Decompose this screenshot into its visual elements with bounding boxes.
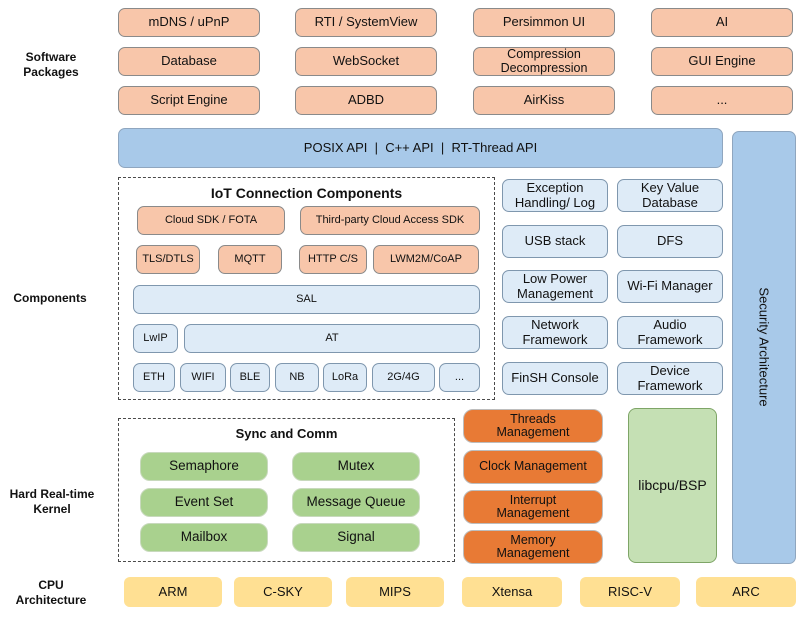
comp-finsh-console: FinSH Console: [502, 362, 608, 395]
proto-mqtt: MQTT: [218, 245, 282, 274]
proto-http: HTTP C/S: [299, 245, 367, 274]
sync-semaphore: Semaphore: [140, 452, 268, 481]
cpu-riscv: RISC-V: [580, 577, 680, 607]
link-eth: ETH: [133, 363, 175, 392]
link-more: ...: [439, 363, 480, 392]
cpu-arc: ARC: [696, 577, 796, 607]
cpu-xtensa: Xtensa: [462, 577, 562, 607]
label-cpu-architecture: CPU Architecture: [15, 578, 87, 607]
pkg-more: ...: [651, 86, 793, 115]
comp-dfs: DFS: [617, 225, 723, 258]
pkg-websocket: WebSocket: [295, 47, 437, 76]
kernel-clock-management: Clock Management: [463, 450, 603, 484]
sync-mailbox: Mailbox: [140, 523, 268, 552]
lwip: LwIP: [133, 324, 178, 353]
comp-device-framework: Device Framework: [617, 362, 723, 395]
comp-exception-log: Exception Handling/ Log: [502, 179, 608, 212]
comp-kv-database: Key Value Database: [617, 179, 723, 212]
pkg-adbd: ADBD: [295, 86, 437, 115]
kernel-threads-management: Threads Management: [463, 409, 603, 443]
pkg-compression: Compression Decompression: [473, 47, 615, 76]
iot-components-frame: [118, 177, 495, 400]
sync-comm-title: Sync and Comm: [235, 426, 338, 441]
label-software-packages: Software Packages: [23, 50, 79, 79]
libcpu-bsp: libcpu/BSP: [628, 408, 717, 563]
kernel-interrupt-management: Interrupt Management: [463, 490, 603, 524]
cloud-sdk-fota: Cloud SDK / FOTA: [137, 206, 285, 235]
pkg-persimmon: Persimmon UI: [473, 8, 615, 37]
link-2g4g: 2G/4G: [372, 363, 435, 392]
sync-signal: Signal: [292, 523, 420, 552]
proto-lwm2m: LWM2M/CoAP: [373, 245, 479, 274]
proto-tls: TLS/DTLS: [136, 245, 200, 274]
label-kernel: Hard Real-time Kernel: [9, 487, 95, 516]
security-architecture-label: Security Architecture: [757, 287, 773, 408]
link-ble: BLE: [230, 363, 270, 392]
kernel-memory-management: Memory Management: [463, 530, 603, 564]
comp-usb-stack: USB stack: [502, 225, 608, 258]
comp-audio-framework: Audio Framework: [617, 316, 723, 349]
cpu-csky: C-SKY: [234, 577, 332, 607]
sync-mutex: Mutex: [292, 452, 420, 481]
pkg-database: Database: [118, 47, 260, 76]
comp-network-framework: Network Framework: [502, 316, 608, 349]
pkg-ai: AI: [651, 8, 793, 37]
link-nb: NB: [275, 363, 319, 392]
sync-event-set: Event Set: [140, 488, 268, 517]
pkg-mdns: mDNS / uPnP: [118, 8, 260, 37]
pkg-script-engine: Script Engine: [118, 86, 260, 115]
cpu-arm: ARM: [124, 577, 222, 607]
link-lora: LoRa: [323, 363, 367, 392]
pkg-gui-engine: GUI Engine: [651, 47, 793, 76]
security-architecture: Security Architecture: [732, 131, 796, 564]
label-components: Components: [13, 291, 87, 305]
cpu-mips: MIPS: [346, 577, 444, 607]
sal-layer: SAL: [133, 285, 480, 314]
pkg-airkiss: AirKiss: [473, 86, 615, 115]
comp-wifi-manager: Wi-Fi Manager: [617, 270, 723, 303]
link-wifi: WIFI: [180, 363, 226, 392]
api-bar: POSIX API | C++ API | RT-Thread API: [118, 128, 723, 168]
pkg-rti: RTI / SystemView: [295, 8, 437, 37]
at-layer: AT: [184, 324, 480, 353]
iot-components-title: IoT Connection Components: [210, 185, 403, 201]
thirdparty-cloud-sdk: Third-party Cloud Access SDK: [300, 206, 480, 235]
comp-low-power: Low Power Management: [502, 270, 608, 303]
sync-message-queue: Message Queue: [292, 488, 420, 517]
sync-comm-frame: [118, 418, 455, 562]
